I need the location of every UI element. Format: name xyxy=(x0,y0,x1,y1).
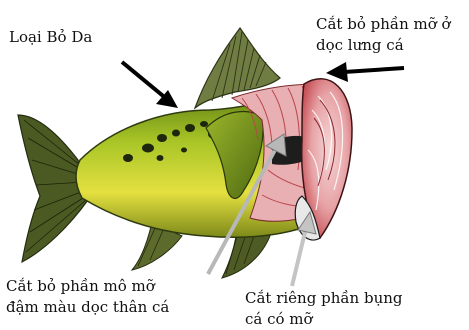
arrow-remove-back-fat xyxy=(326,62,404,82)
label-remove-dark-meat-line-2: đậm màu dọc thân cá xyxy=(6,297,169,318)
label-separate-belly: Cắt riêng phần bụng cá có mỡ xyxy=(245,288,403,330)
label-remove-skin-text: Loại Bỏ Da xyxy=(9,27,92,48)
label-remove-dark-meat: Cắt bỏ phần mô mỡ đậm màu dọc thân cá xyxy=(6,276,169,318)
label-remove-back-fat-line-2: dọc lưng cá xyxy=(316,35,451,56)
label-remove-skin: Loại Bỏ Da xyxy=(9,27,92,48)
label-separate-belly-line-2: cá có mỡ xyxy=(245,309,403,330)
label-remove-dark-meat-line-1: Cắt bỏ phần mô mỡ xyxy=(6,276,169,297)
label-separate-belly-line-1: Cắt riêng phần bụng xyxy=(245,288,403,309)
label-remove-back-fat: Cắt bỏ phần mỡ ở dọc lưng cá xyxy=(316,14,451,56)
arrow-remove-skin xyxy=(122,62,178,108)
label-remove-back-fat-line-1: Cắt bỏ phần mỡ ở xyxy=(316,14,451,35)
